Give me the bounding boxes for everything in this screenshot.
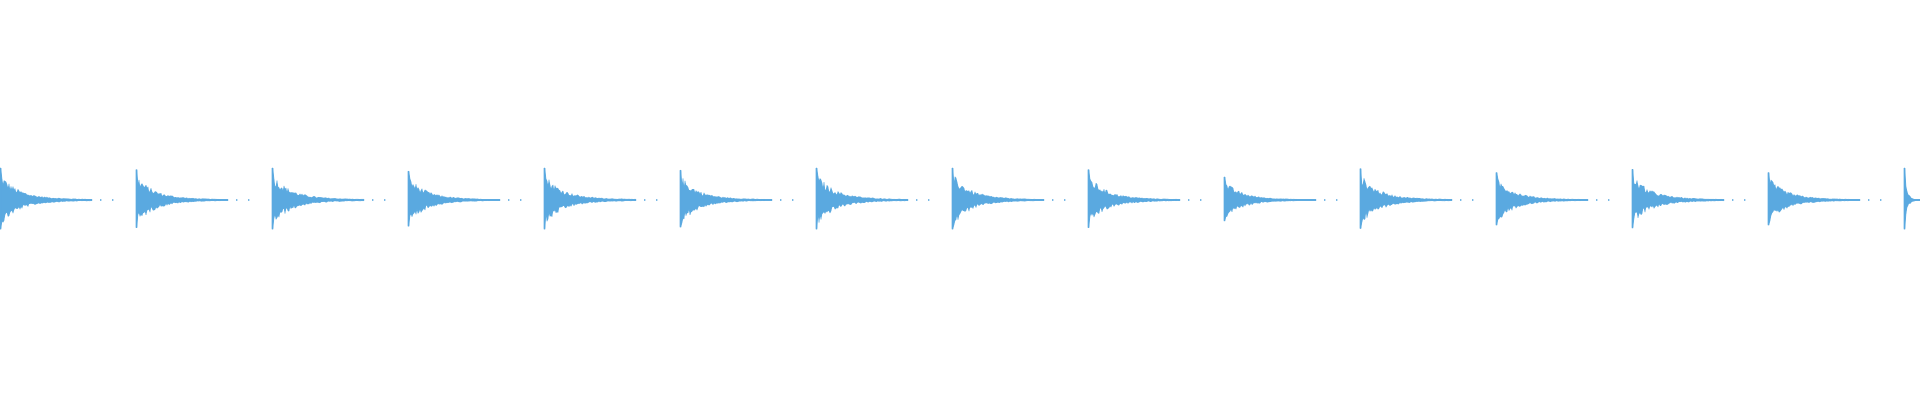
waveform-envelope bbox=[271, 167, 365, 230]
waveform-residual bbox=[1200, 199, 1202, 201]
waveform-transient bbox=[679, 169, 794, 228]
waveform-transient bbox=[815, 167, 930, 230]
waveform-envelope bbox=[1223, 176, 1317, 221]
waveform-envelope bbox=[1359, 168, 1453, 229]
waveform-residual bbox=[916, 199, 918, 201]
waveform-residual bbox=[928, 199, 930, 201]
waveform-residual bbox=[1064, 199, 1066, 201]
waveform-residual bbox=[1608, 199, 1610, 201]
waveform-envelope bbox=[679, 169, 773, 228]
waveform-envelope bbox=[135, 169, 229, 228]
waveform-residual bbox=[1460, 199, 1462, 201]
waveform-residual bbox=[1336, 199, 1338, 201]
waveform-residual bbox=[1868, 199, 1870, 201]
waveform-residual bbox=[1472, 199, 1474, 201]
waveform-residual bbox=[372, 199, 374, 201]
waveform-residual bbox=[384, 199, 386, 201]
waveform-residual bbox=[1052, 199, 1054, 201]
waveform-residual bbox=[236, 199, 238, 201]
waveform-transient bbox=[1767, 172, 1882, 226]
waveform-envelope bbox=[815, 167, 909, 230]
waveform-envelope bbox=[1087, 169, 1181, 228]
waveform-residual bbox=[644, 199, 646, 201]
waveform-envelope bbox=[0, 167, 93, 230]
waveform-transient bbox=[1495, 172, 1610, 226]
waveform-envelope bbox=[1767, 172, 1861, 226]
waveform-envelope bbox=[543, 167, 637, 230]
waveform-residual bbox=[1744, 199, 1746, 201]
waveform-residual bbox=[1596, 199, 1598, 201]
waveform-transient bbox=[1359, 168, 1474, 229]
waveform-residual bbox=[1880, 199, 1882, 201]
waveform-residual bbox=[248, 199, 250, 201]
waveform-transient bbox=[271, 167, 386, 230]
waveform-residual bbox=[508, 199, 510, 201]
waveform-transient bbox=[1903, 167, 1920, 230]
waveform-transient bbox=[951, 167, 1066, 230]
waveform-residual bbox=[1732, 199, 1734, 201]
waveform-residual bbox=[656, 199, 658, 201]
waveform-envelope bbox=[1631, 169, 1725, 228]
waveform-transient bbox=[543, 167, 658, 230]
waveform-transient bbox=[1087, 169, 1202, 228]
waveform-transient bbox=[135, 169, 250, 228]
waveform-transient bbox=[407, 170, 522, 227]
waveform-envelope bbox=[407, 170, 501, 227]
waveform-transient bbox=[1631, 169, 1746, 229]
waveform-residual bbox=[100, 199, 102, 201]
waveform-residual bbox=[1188, 199, 1190, 201]
waveform-residual bbox=[792, 199, 794, 201]
waveform-envelope bbox=[1495, 172, 1589, 226]
waveform-envelope bbox=[951, 167, 1045, 230]
waveform-residual bbox=[520, 199, 522, 201]
waveform-transient bbox=[0, 167, 114, 230]
waveform-residual bbox=[112, 199, 114, 201]
waveform-residual bbox=[780, 199, 782, 201]
waveform-residual bbox=[1324, 199, 1326, 201]
waveform-transient bbox=[1223, 176, 1338, 222]
waveform-envelope bbox=[1903, 167, 1920, 230]
